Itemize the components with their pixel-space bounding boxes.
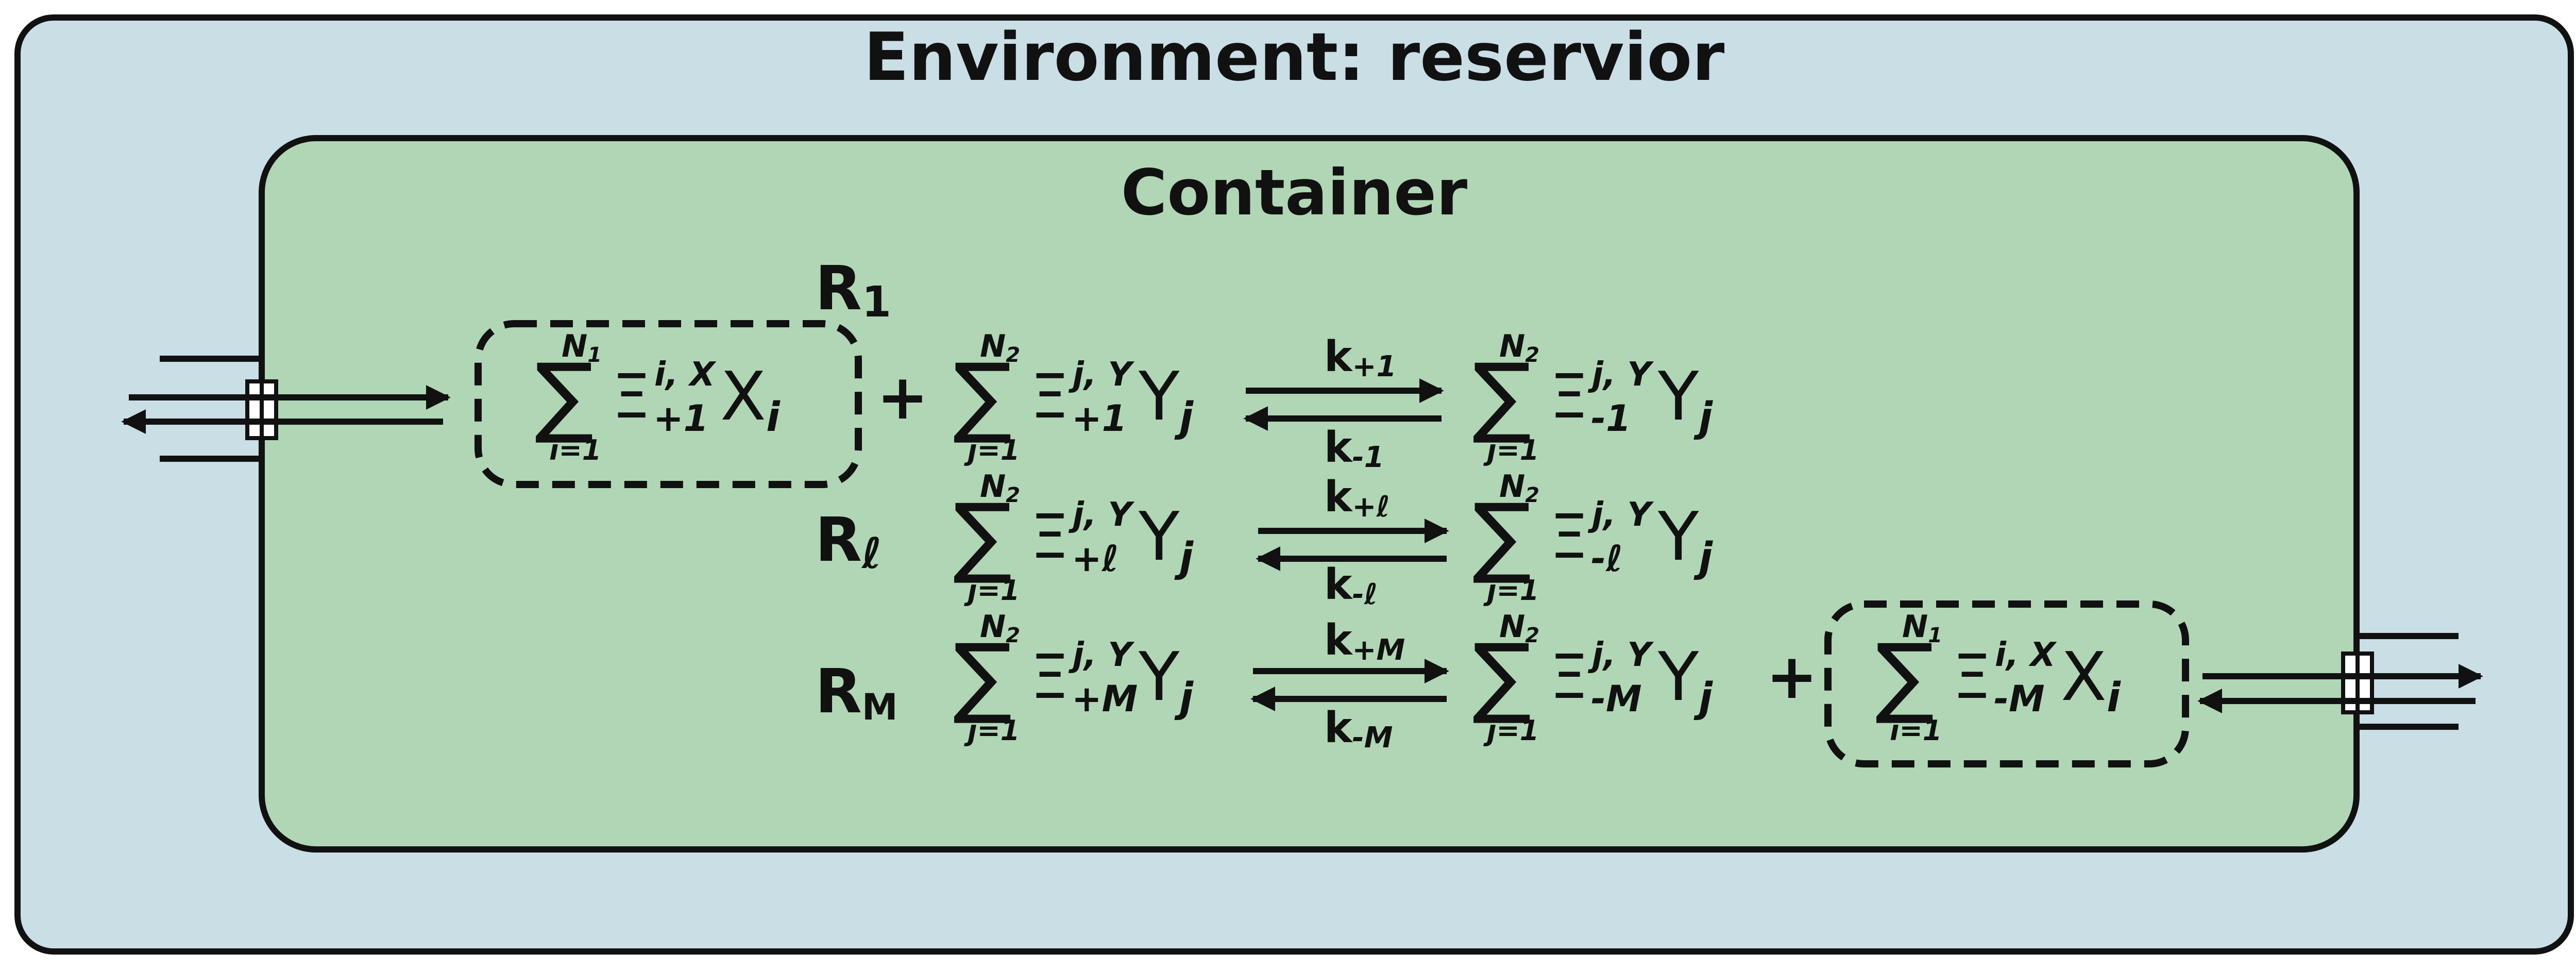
xi-superscript: j, Y bbox=[1068, 356, 1135, 394]
species-variable: Yj bbox=[1657, 638, 1713, 721]
xi-superscript: j, Y bbox=[1587, 496, 1654, 534]
species-variable: Xi bbox=[2061, 638, 2121, 721]
stoichiometry-xi: Ξ bbox=[1030, 501, 1069, 572]
sum-symbol: ∑ bbox=[1472, 485, 1532, 587]
xi-subscript: -M bbox=[1994, 678, 2045, 720]
stoichiometry-xi: Ξ bbox=[1550, 641, 1588, 712]
rate-constant-backward-r1: k-1 bbox=[1324, 423, 1384, 474]
stoichiometry-xi: Ξ bbox=[1953, 641, 1991, 712]
xi-superscript: j, Y bbox=[1587, 636, 1654, 674]
environment-title: Environment: reservior bbox=[864, 19, 1725, 96]
container-title: Container bbox=[1121, 156, 1467, 229]
stoichiometry-xi: Ξ bbox=[1550, 501, 1588, 572]
xi-superscript: j, Y bbox=[1068, 636, 1135, 674]
species-variable: Xi bbox=[720, 357, 781, 441]
sum-upper-limit: N2 bbox=[980, 469, 1020, 507]
rate-constant-forward-rl: k+ℓ bbox=[1324, 473, 1390, 524]
sum-upper-limit: N1 bbox=[1902, 609, 1942, 647]
rate-constant-forward-rm: k+M bbox=[1324, 616, 1405, 667]
sum-upper-limit: N2 bbox=[1499, 328, 1539, 367]
sum-lower-index: i=1 bbox=[549, 434, 601, 466]
stoichiometry-xi: Ξ bbox=[1550, 361, 1588, 432]
plus-sign-rm: + bbox=[1766, 641, 1818, 713]
sum-lower-index: j=1 bbox=[964, 434, 1020, 466]
xi-superscript: j, Y bbox=[1587, 356, 1654, 394]
sum-upper-limit: N2 bbox=[1499, 469, 1539, 507]
xi-subscript: +ℓ bbox=[1072, 538, 1119, 580]
sum-symbol: ∑ bbox=[953, 485, 1012, 587]
reaction-label-rm: RM bbox=[815, 656, 898, 728]
exchange-box-right bbox=[1824, 600, 2189, 767]
rate-constant-backward-rm: k-M bbox=[1324, 704, 1393, 755]
species-variable: Yj bbox=[1138, 497, 1194, 581]
sum-lower-index: j=1 bbox=[1483, 574, 1539, 607]
xi-superscript: j, Y bbox=[1068, 496, 1135, 534]
sum-symbol: ∑ bbox=[953, 345, 1012, 447]
xi-subscript: +1 bbox=[1072, 397, 1127, 440]
plus-sign-r1: + bbox=[877, 362, 929, 433]
sum-symbol: ∑ bbox=[1875, 625, 1935, 727]
rate-constant-forward-r1: k+1 bbox=[1324, 332, 1396, 383]
xi-subscript: +M bbox=[1072, 678, 1138, 720]
sum-upper-limit: N2 bbox=[980, 609, 1020, 647]
stoichiometry-xi: Ξ bbox=[1030, 641, 1069, 712]
xi-subscript: -M bbox=[1591, 678, 1642, 720]
left-transport-channel bbox=[121, 356, 451, 462]
species-variable: Yj bbox=[1657, 497, 1713, 581]
sum-upper-limit: N2 bbox=[1499, 609, 1539, 647]
sum-symbol: ∑ bbox=[535, 345, 594, 447]
sum-lower-index: i=1 bbox=[1890, 714, 1942, 747]
xi-subscript: -ℓ bbox=[1591, 538, 1623, 580]
sum-upper-limit: N1 bbox=[562, 328, 602, 367]
exchange-box-left bbox=[474, 320, 862, 488]
reaction-label-r1: R1 bbox=[815, 253, 891, 327]
reversible-arrows bbox=[1243, 378, 1449, 711]
sum-lower-index: j=1 bbox=[964, 574, 1020, 607]
xi-subscript: -1 bbox=[1591, 397, 1631, 440]
sum-symbol: ∑ bbox=[1472, 345, 1532, 447]
stoichiometry-xi: Ξ bbox=[1030, 361, 1069, 432]
sum-symbol: ∑ bbox=[1472, 625, 1532, 727]
sum-symbol: ∑ bbox=[953, 625, 1012, 727]
xi-subscript: +1 bbox=[653, 397, 708, 440]
rate-constant-backward-rl: k-ℓ bbox=[1324, 560, 1378, 611]
species-variable: Yj bbox=[1138, 357, 1194, 441]
right-transport-channel bbox=[2197, 633, 2483, 730]
species-variable: Yj bbox=[1657, 357, 1713, 441]
sum-lower-index: j=1 bbox=[1483, 434, 1539, 466]
sum-upper-limit: N2 bbox=[980, 328, 1020, 367]
sum-lower-index: j=1 bbox=[1483, 714, 1539, 747]
stoichiometry-xi: Ξ bbox=[612, 361, 651, 432]
sum-lower-index: j=1 bbox=[964, 714, 1020, 747]
xi-superscript: i, X bbox=[1995, 636, 2057, 674]
xi-superscript: i, X bbox=[654, 356, 717, 394]
species-variable: Yj bbox=[1138, 638, 1194, 721]
reaction-label-rl: Rℓ bbox=[815, 504, 882, 578]
container-box bbox=[259, 135, 2360, 853]
